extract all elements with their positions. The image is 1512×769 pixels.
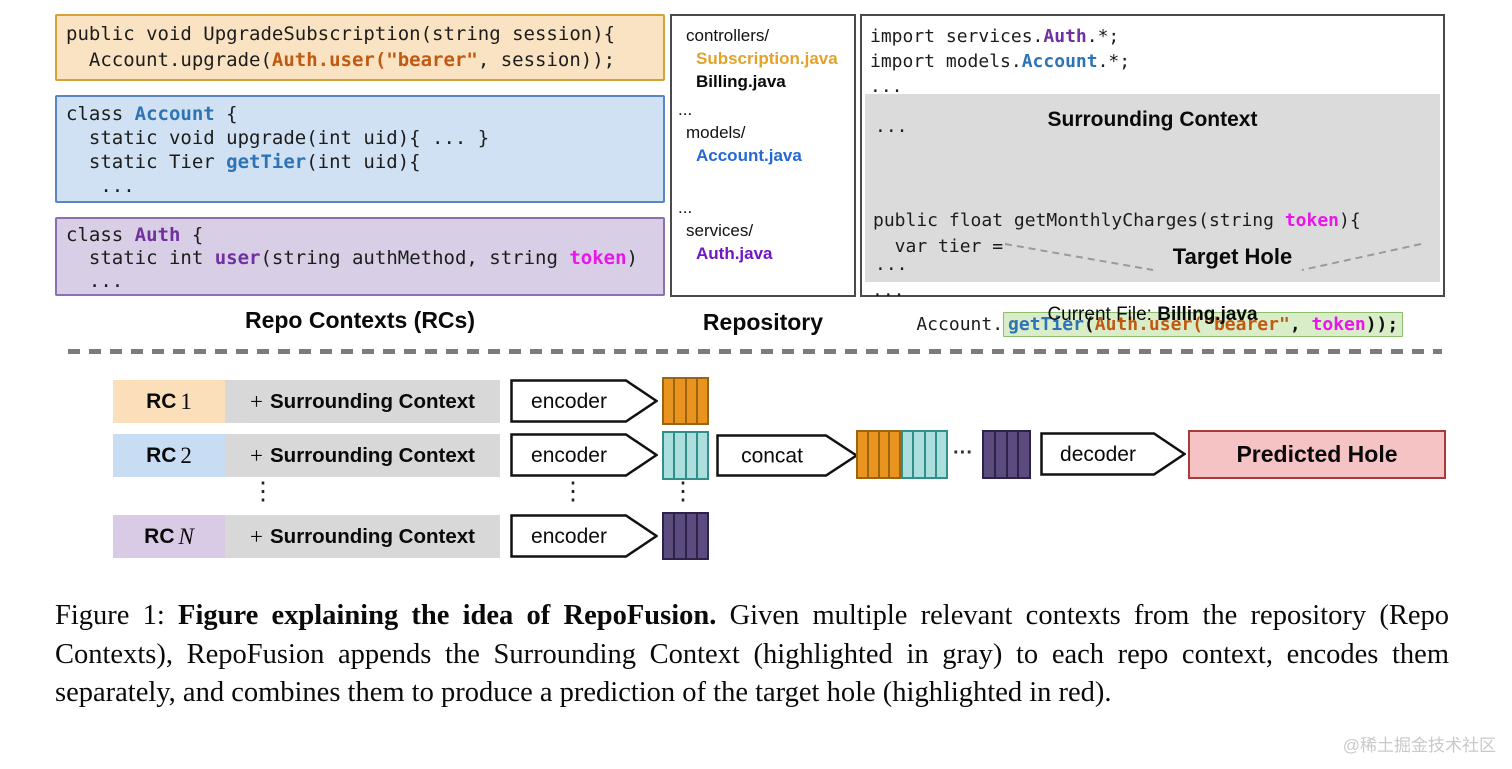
concat-bars-teal <box>901 430 948 479</box>
svg-text:encoder: encoder <box>531 525 607 548</box>
decoder-arrow: decoder <box>1040 432 1186 476</box>
repo-file-item: ... <box>678 198 693 217</box>
vertical-ellipsis: ⋮ <box>670 477 696 505</box>
repo-file-item: Subscription.java <box>696 49 838 68</box>
ellipsis: ... <box>875 254 908 275</box>
vertical-ellipsis: ⋮ <box>560 477 586 505</box>
encoder-arrow-1: encoder <box>510 379 658 423</box>
encoder-arrow-n: encoder <box>510 514 658 558</box>
encoding-bars-teal <box>662 431 709 480</box>
import-lines: import services.Auth.*;import models.Acc… <box>870 26 1131 97</box>
current-file-label: Current File: Billing.java <box>1047 304 1258 325</box>
repo-file-item: Billing.java <box>696 72 786 91</box>
encoding-bars-orange <box>662 377 709 425</box>
rcn-context-chip: +Surrounding Context <box>225 515 500 558</box>
repo-file-item: models/ <box>686 123 746 142</box>
watermark: @稀土掘金技术社区 <box>1342 736 1496 755</box>
repo-file-item: services/ <box>686 221 754 240</box>
repo-file-item: Account.java <box>696 146 802 165</box>
repo-context-box-auth: class Auth { static int user(string auth… <box>55 217 665 296</box>
repo-file-item: ... <box>678 100 693 119</box>
target-hole-highlight: getTier(Auth.user("bearer", token)); <box>1003 312 1404 337</box>
repository-label: Repository <box>702 309 824 335</box>
predicted-hole-box: Predicted Hole <box>1188 430 1446 479</box>
target-hole-line: Account.getTier(Auth.user("bearer", toke… <box>873 312 1404 338</box>
ellipsis: ... <box>872 280 905 301</box>
surrounding-context-box: Surrounding Context ... public float get… <box>865 94 1440 337</box>
target-hole-label: Target Hole <box>1172 244 1293 269</box>
concat-bars-purple <box>982 430 1031 479</box>
repo-context-box-account: class Account { static void upgrade(int … <box>55 95 665 203</box>
svg-text:encoder: encoder <box>531 390 607 413</box>
ellipsis: ... <box>875 116 908 137</box>
svg-text:concat: concat <box>741 445 803 468</box>
vertical-ellipsis: ⋮ <box>250 477 276 505</box>
svg-text:decoder: decoder <box>1060 443 1136 466</box>
repo-file-item: Auth.java <box>696 244 773 263</box>
concat-arrow: concat <box>716 434 858 477</box>
dashed-separator <box>68 349 1442 354</box>
rc2-context-chip: +Surrounding Context <box>225 434 500 477</box>
repo-context-box-subscription: public void UpgradeSubscription(string s… <box>55 14 665 81</box>
surrounding-context-code: public float getMonthlyCharges(string to… <box>873 156 1404 390</box>
repo-contexts-label: Repo Contexts (RCs) <box>244 307 475 333</box>
rc1-context-chip: +Surrounding Context <box>225 380 500 423</box>
repo-file-item: controllers/ <box>686 26 770 45</box>
encoding-bars-purple <box>662 512 709 560</box>
figure-caption: Figure 1: Figure explaining the idea of … <box>55 600 1449 708</box>
svg-text:encoder: encoder <box>531 444 607 467</box>
surrounding-context-title: Surrounding Context <box>1047 108 1258 131</box>
target-hole-connector-lines <box>1004 243 1422 271</box>
encoder-arrow-2: encoder <box>510 433 658 477</box>
current-file-panel: import services.Auth.*;import models.Acc… <box>860 14 1445 337</box>
concat-bars-orange <box>856 430 901 479</box>
horizontal-ellipsis: ··· <box>953 442 973 464</box>
